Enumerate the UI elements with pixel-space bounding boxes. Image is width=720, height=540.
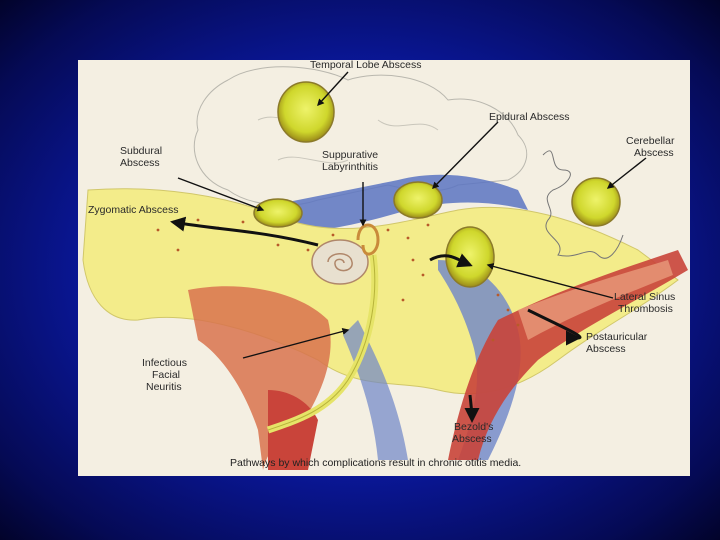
- cerebellar-abscess: [572, 178, 620, 226]
- lateral-sinus-label-2: Thrombosis: [618, 304, 673, 315]
- postauricular-abscess-label-2: Abscess: [586, 344, 626, 355]
- illustration-panel: Temporal Lobe Abscess Epidural Abscess C…: [78, 60, 690, 476]
- bezold-abscess-label-2: Abscess: [452, 434, 492, 445]
- otitis-complications-diagram: [78, 60, 690, 476]
- cochlea: [312, 240, 368, 284]
- subdural-abscess-label-1: Subdural: [120, 146, 162, 157]
- temporal-lobe-abscess: [278, 82, 334, 142]
- temporal-lobe-abscess-label: Temporal Lobe Abscess: [310, 60, 421, 71]
- cerebellar-abscess-label-2: Abscess: [634, 148, 674, 159]
- facial-neuritis-label-2: Facial: [152, 370, 180, 381]
- subdural-abscess: [254, 199, 302, 227]
- zygomatic-abscess-label: Zygomatic Abscess: [88, 205, 178, 216]
- suppurative-labyrinthitis-label-1: Suppurative: [322, 150, 378, 161]
- epidural-abscess-label: Epidural Abscess: [489, 112, 570, 123]
- subdural-abscess-label-2: Abscess: [120, 158, 160, 169]
- lateral-sinus-label-1: Lateral Sinus: [614, 292, 675, 303]
- postauricular-abscess-label-1: Postauricular: [586, 332, 647, 343]
- epidural-abscess: [394, 182, 442, 218]
- bezold-abscess-label-1: Bezold's: [454, 422, 493, 433]
- facial-neuritis-label-3: Neuritis: [146, 382, 182, 393]
- cerebellar-abscess-label-1: Cerebellar: [626, 136, 674, 147]
- suppurative-labyrinthitis-label-2: Labyrinthitis: [322, 162, 378, 173]
- facial-neuritis-label-1: Infectious: [142, 358, 187, 369]
- figure-caption: Pathways by which complications result i…: [230, 457, 521, 469]
